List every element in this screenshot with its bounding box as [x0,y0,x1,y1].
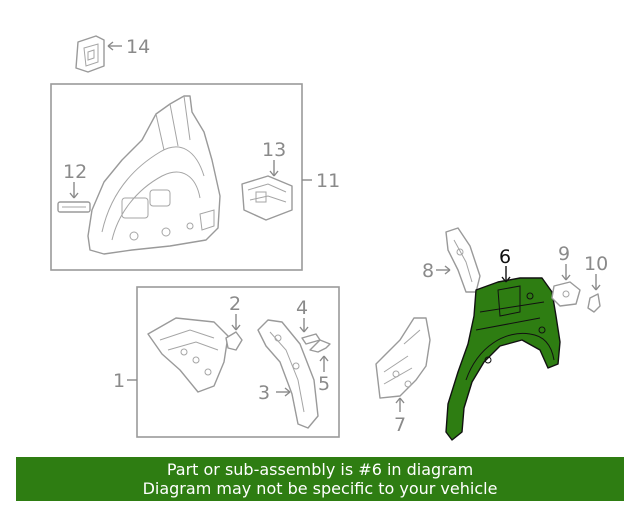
callout-10[interactable]: 10 [584,253,608,275]
part-5-rod[interactable] [309,339,331,353]
assembly-1-box [136,286,340,438]
part-6-shape[interactable] [445,277,561,441]
banner-line-2: Diagram may not be specific to your vehi… [142,479,498,498]
part-6-wheelhouse-inner[interactable] [445,277,561,441]
part-8-brace[interactable] [445,227,481,293]
part-12-tag[interactable] [57,201,91,213]
part-13-bracket[interactable] [241,175,293,221]
callout-11[interactable]: 11 [316,170,340,192]
callout-2[interactable]: 2 [229,293,241,315]
callout-6[interactable]: 6 [499,246,511,268]
part-3-pillar[interactable] [257,319,319,429]
callout-12[interactable]: 12 [63,161,87,183]
part-2-clip[interactable] [225,331,243,351]
callout-1[interactable]: 1 [113,370,125,392]
part-1-bracket[interactable] [147,317,229,393]
callout-5[interactable]: 5 [318,373,330,395]
callout-14[interactable]: 14 [126,36,150,58]
callout-9[interactable]: 9 [558,243,570,265]
callout-8[interactable]: 8 [422,260,434,282]
part-9-plate[interactable] [551,281,581,307]
part-14-bracket[interactable] [75,35,105,73]
banner-line-1: Part or sub-assembly is #6 in diagram [166,460,474,479]
part-10-clip[interactable] [587,293,601,313]
parts-diagram: 14 11 12 13 1 [50,35,608,441]
callout-13[interactable]: 13 [262,139,286,161]
part-11-panel[interactable] [87,95,221,255]
info-banner: Part or sub-assembly is #6 in diagram Di… [16,457,624,501]
callout-7[interactable]: 7 [394,414,406,436]
assembly-11-box [50,83,303,271]
callout-4[interactable]: 4 [296,297,308,319]
callout-3[interactable]: 3 [258,382,270,404]
part-7-panel[interactable] [375,317,431,399]
